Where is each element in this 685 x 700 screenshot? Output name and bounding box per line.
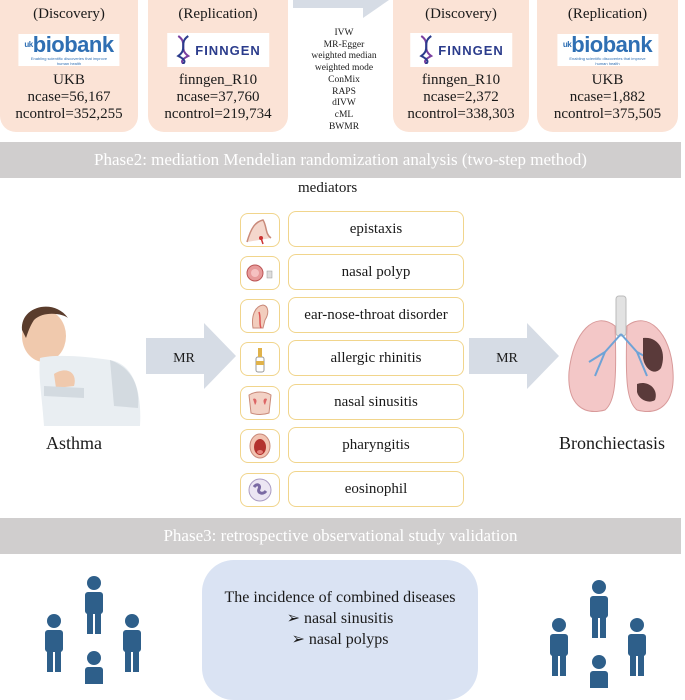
mr-arrow-mediator-to-outcome: MR	[469, 323, 559, 389]
people-group-left-icon	[45, 576, 141, 684]
card-source: UKB	[53, 72, 85, 88]
card-role: (Discovery)	[425, 6, 497, 22]
bubble-item: ➢ nasal sinusitis	[286, 610, 394, 627]
eosinophil-cell-icon	[240, 473, 280, 507]
mediator-label: eosinophil	[288, 471, 464, 507]
mediators-title: mediators	[298, 180, 358, 196]
card-role: (Replication)	[567, 6, 648, 22]
exposure-discovery-card: (Discovery) ukbiobank Enabling scientifi…	[0, 0, 138, 132]
dna-icon	[176, 35, 191, 65]
mediator-label: epistaxis	[288, 211, 464, 247]
sinus-icon	[240, 386, 280, 420]
card-role: (Replication)	[178, 6, 258, 22]
uk-biobank-logo: ukbiobank Enabling scientific discoverie…	[556, 32, 659, 68]
exposure-replication-card: (Replication) FINNGEN finngen_R10 ncase=…	[148, 0, 288, 132]
nose-bleed-icon	[240, 213, 280, 247]
card-ncase: ncase=56,167	[27, 89, 111, 105]
mediator-label: nasal polyp	[288, 254, 464, 290]
ent-icon	[240, 299, 280, 333]
mr-arrow-top: MR	[293, 0, 389, 18]
people-group-right-icon	[550, 580, 646, 688]
mr-arrow-exposure-to-mediator: MR	[146, 323, 236, 389]
card-role: (Discovery)	[33, 6, 105, 22]
card-source: UKB	[591, 72, 624, 88]
mediator-label: nasal sinusitis	[288, 384, 464, 420]
card-ncase: ncase=2,372	[423, 89, 499, 105]
card-source: finngen_R10	[178, 72, 258, 88]
bubble-title: The incidence of combined diseases	[224, 589, 456, 606]
card-ncase: ncase=37,760	[176, 89, 260, 105]
outcome-discovery-card: (Discovery) FINNGEN finngen_R10 ncase=2,…	[393, 0, 529, 132]
finngen-logo: FINNGEN	[410, 32, 512, 68]
finngen-logo: FINNGEN	[167, 32, 269, 68]
card-ncontrol: ncontrol=338,303	[407, 106, 515, 122]
svg-text:MR: MR	[496, 351, 518, 366]
mediator-label: pharyngitis	[288, 427, 464, 463]
dna-icon	[419, 35, 434, 65]
mediator-label: ear-nose-throat disorder	[288, 297, 464, 333]
card-ncontrol: ncontrol=375,505	[553, 106, 662, 122]
card-ncontrol: ncontrol=219,734	[164, 106, 272, 122]
card-ncontrol: ncontrol=352,255	[15, 106, 123, 122]
outcome-label: Bronchiectasis	[559, 433, 665, 453]
exposure-label: Asthma	[46, 433, 102, 453]
card-source: finngen_R10	[421, 72, 501, 88]
phase2-title-bar: Phase2: mediation Mendelian randomizatio…	[0, 142, 681, 178]
mr-methods-list: IVW MR-Egger weighted median weighted mo…	[311, 28, 377, 132]
svg-text:MR: MR	[173, 351, 195, 366]
mediator-label: allergic rhinitis	[288, 340, 464, 376]
nasal-spray-icon	[240, 342, 280, 376]
svg-text:MR: MR	[319, 0, 340, 3]
lungs-illustration	[568, 295, 674, 412]
incidence-bubble: The incidence of combined diseases ➢ nas…	[202, 560, 478, 700]
asthma-patient-illustration	[21, 306, 141, 426]
bubble-item: ➢ nasal polyps	[291, 631, 389, 648]
phase3-title-bar: Phase3: retrospective observational stud…	[0, 518, 681, 554]
card-ncase: ncase=1,882	[569, 89, 646, 105]
nasal-polyp-icon	[240, 256, 280, 290]
throat-icon	[240, 429, 280, 463]
outcome-replication-card: (Replication) ukbiobank Enabling scienti…	[537, 0, 678, 132]
uk-biobank-logo: ukbiobank Enabling scientific discoverie…	[18, 32, 120, 68]
